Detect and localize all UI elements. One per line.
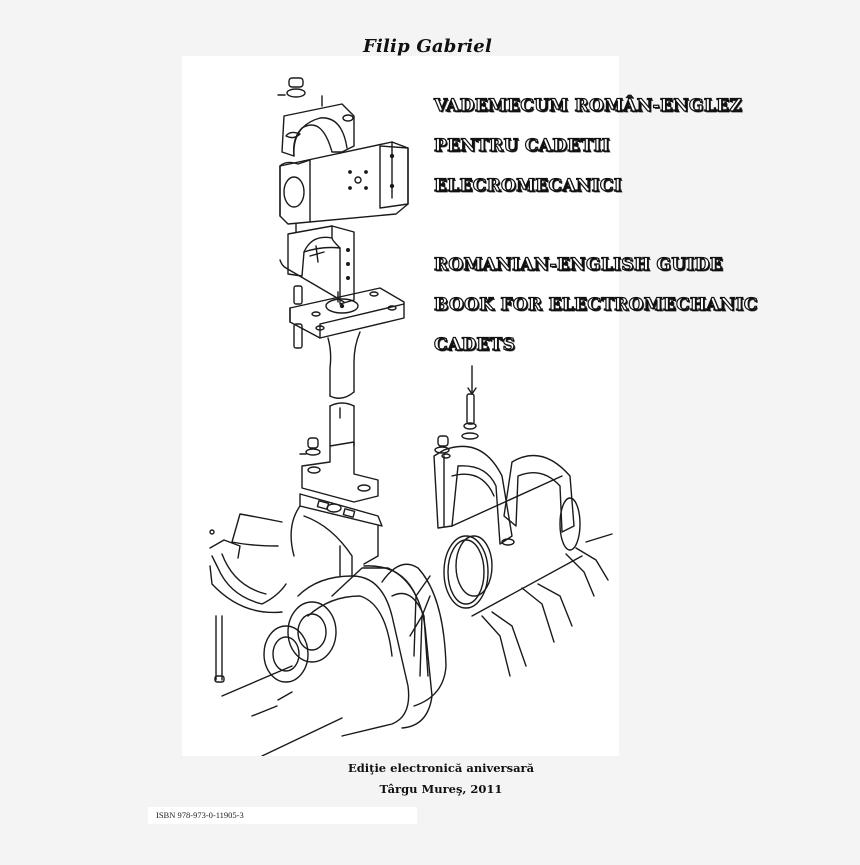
title-ro-line-1: Vademecum român-englez [433, 95, 743, 116]
publication-place-year: Târgu Mureş, 2011 [379, 782, 503, 796]
nut-icon [277, 77, 306, 98]
title-en-line-3: cadets [433, 334, 516, 355]
title-ro-line-3: elecromecanici [433, 175, 623, 196]
title-en-line-1: Romanian-English guide [433, 254, 723, 275]
isbn-number: ISBN 978-973-0-11905-3 [156, 810, 244, 820]
author-name: Filip Gabriel [363, 36, 492, 57]
title-en-line-2: book for electromechanic [433, 294, 758, 315]
isbn-box: ISBN 978-973-0-11905-3 [148, 807, 417, 824]
engine-exploded-view-illustration [209, 77, 613, 756]
cover-illustration-panel: Vademecum român-englez pentru cadetii el… [182, 56, 758, 756]
title-ro-line-2: pentru cadetii [433, 135, 610, 156]
edition-note: Ediţie electronică aniversară [347, 761, 535, 775]
